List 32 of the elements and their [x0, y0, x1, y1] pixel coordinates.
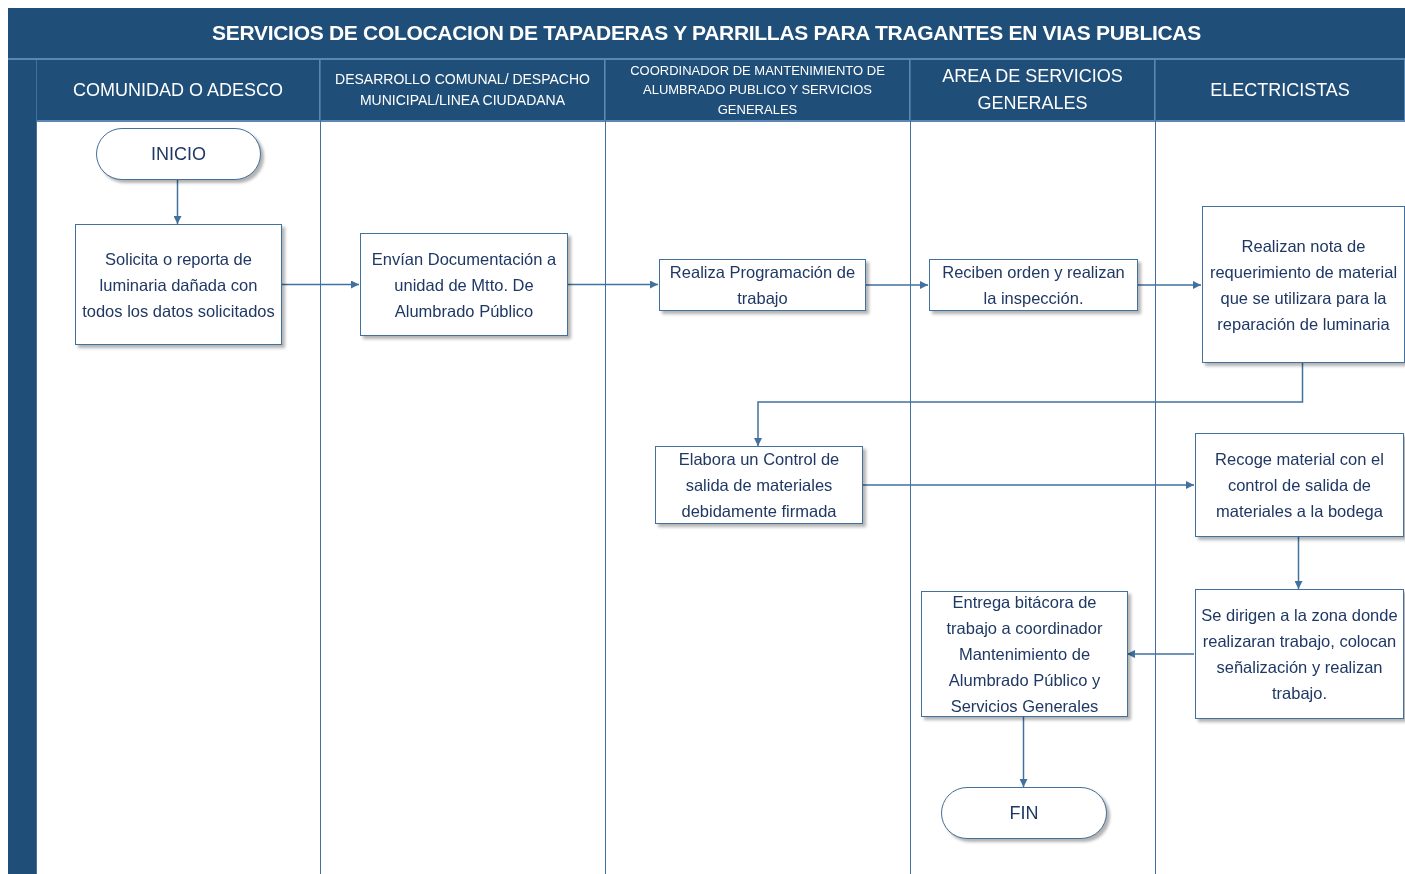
process-box: Entrega bitácora de trabajo a coordinador Mantenimiento de Alumbrado Público y Servicios Generales	[921, 591, 1128, 717]
swimlane	[36, 60, 320, 874]
lane-header: DESARROLLO COMUNAL/ DESPACHO MUNICIPAL/LINEA CIUDADANA	[321, 60, 605, 122]
arrow	[566, 280, 659, 289]
terminal-box: FIN	[941, 787, 1107, 839]
arrow	[861, 481, 1195, 489]
lane-header: COMUNIDAD O ADESCO	[37, 60, 320, 122]
lane-header: AREA DE SERVICIOS GENERALES	[911, 60, 1155, 122]
process-box: Realizan nota de requerimiento de material que se utilizara para la reparación de luminaria	[1202, 206, 1405, 363]
arrow	[1126, 650, 1195, 658]
arrow	[1136, 281, 1202, 289]
arrow	[864, 281, 929, 289]
lane-header: COORDINADOR DE MANTENIMIENTO DE ALUMBRADO PUBLICO Y SERVICIOS GENERALES	[606, 60, 910, 122]
arrow	[754, 362, 1304, 447]
swimlane	[910, 60, 1155, 874]
lane-header: ELECTRICISTAS	[1156, 60, 1405, 122]
process-box: Reciben orden y realizan la inspección.	[929, 259, 1138, 311]
process-box: Realiza Programación de trabajo	[659, 259, 866, 311]
title-bar: SERVICIOS DE COLOCACION DE TAPADERAS Y PARRILLAS PARA TRAGANTES EN VIAS PUBLICAS	[8, 8, 1405, 60]
swimlane	[320, 60, 605, 874]
arrow	[280, 280, 360, 289]
arrow	[1019, 716, 1028, 788]
arrow	[173, 179, 182, 225]
process-box: Elabora un Control de salida de materiales debidamente firmada	[655, 446, 863, 524]
swimlane	[1155, 60, 1405, 874]
process-box: Envían Documentación a unidad de Mtto. De Alumbrado Público	[360, 233, 568, 336]
process-box: Solicita o reporta de luminaria dañada con todos los datos solicitados	[75, 224, 282, 345]
terminal-box: INICIO	[96, 128, 261, 180]
arrow	[1294, 536, 1303, 590]
process-box: Recoge material con el control de salida de materiales a la bodega	[1195, 433, 1404, 537]
process-box: Se dirigen a la zona donde realizaran trabajo, colocan señalización y realizan trabajo.	[1195, 589, 1404, 719]
swimlane	[605, 60, 910, 874]
